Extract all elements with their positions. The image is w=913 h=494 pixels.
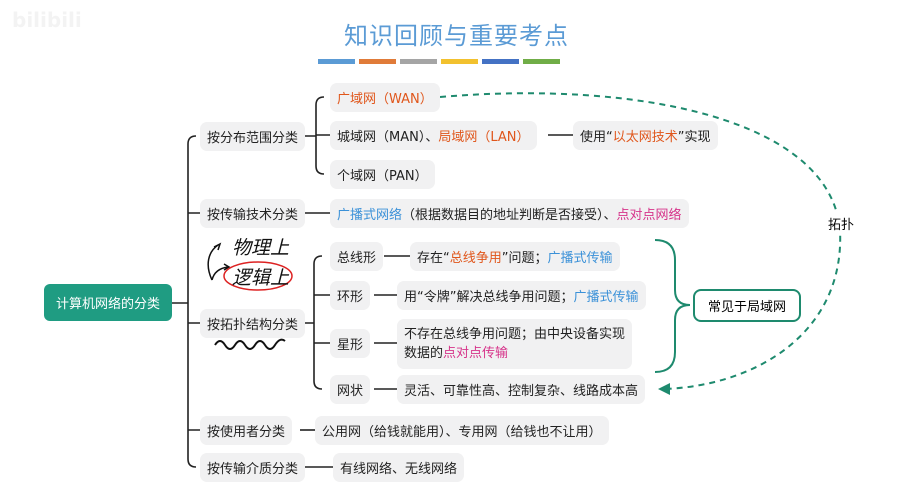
node-ring[interactable]: 环形 [330, 281, 371, 310]
node-distribution[interactable]: 按分布范围分类 [200, 122, 306, 151]
node-transmission-types[interactable]: 广播式网络（根据数据目的地址判断是否接受）、点对点网络 [330, 199, 689, 228]
node-topology[interactable]: 按拓扑结构分类 [200, 309, 306, 338]
node-wan[interactable]: 广域网（WAN） [330, 83, 440, 112]
bus-mid: ”问题； [501, 251, 548, 266]
node-ethernet[interactable]: 使用“以太网技术”实现 [573, 121, 718, 150]
ring-broadcast: 广播式传输 [573, 290, 639, 305]
title-color-bar [523, 59, 560, 64]
node-transmission[interactable]: 按传输技术分类 [200, 199, 306, 228]
node-man-lan[interactable]: 城域网（MAN）、局域网（LAN） [330, 121, 537, 150]
node-mesh[interactable]: 网状 [330, 375, 371, 404]
arrow-head-icon [658, 383, 670, 395]
eth-post: ”实现 [677, 130, 711, 145]
man-text: 城域网（MAN）、 [337, 130, 439, 145]
trunk-connector [172, 135, 200, 468]
title-color-bar [482, 59, 519, 64]
handwritten-physical: 物理上 [232, 237, 290, 259]
bus-broadcast: 广播式传输 [547, 251, 613, 266]
topology-connector [300, 255, 330, 390]
node-pan[interactable]: 个域网（PAN） [330, 160, 435, 189]
p2p-text: 点对点网络 [616, 208, 682, 223]
local-network-bracket [654, 239, 691, 373]
root-node[interactable]: 计算机网络的分类 [44, 284, 172, 321]
star-line1: 不存在总线争用问题；由中央设备实现 [404, 327, 626, 342]
title-color-bar [359, 59, 396, 64]
node-medium[interactable]: 按传输介质分类 [200, 453, 306, 482]
node-common-lan[interactable]: 常见于局域网 [693, 289, 801, 322]
logical-circle [223, 261, 293, 291]
title-color-bar [318, 59, 355, 64]
node-mesh-desc[interactable]: 灵活、可靠性高、控制复杂、线路成本高 [397, 375, 646, 404]
node-user-desc[interactable]: 公用网（给钱就能用）、专用网（给钱也不让用） [315, 416, 609, 445]
topology-leaf-connectors [374, 255, 410, 390]
node-medium-desc[interactable]: 有线网络、无线网络 [333, 453, 465, 482]
topology-link-label: 拓扑 [828, 212, 855, 235]
node-user[interactable]: 按使用者分类 [200, 416, 293, 445]
node-star-desc[interactable]: 不存在总线争用问题；由中央设备实现数据的点对点传输 [397, 319, 633, 369]
bus-pre: 存在“ [417, 251, 450, 266]
ring-pre: 用“令牌”解决总线争用问题； [404, 290, 574, 305]
node-bus[interactable]: 总线形 [330, 242, 384, 271]
page-title: 知识回顾与重要考点 [344, 22, 569, 50]
star-highlight: 点对点传输 [443, 346, 509, 361]
handwriting-marks [207, 242, 286, 350]
title-color-bar [400, 59, 437, 64]
transmission-desc: （根据数据目的地址判断是否接受）、 [402, 208, 617, 223]
handwritten-logical: 逻辑上 [232, 267, 290, 289]
broadcast-text: 广播式网络 [337, 208, 403, 223]
bus-highlight: 总线争用 [449, 251, 502, 266]
watermark-logo: bilibili [12, 8, 82, 32]
eth-pre: 使用“ [580, 130, 613, 145]
title-color-bar [441, 59, 478, 64]
lan-text: 局域网（LAN） [438, 130, 530, 145]
star-pre2: 数据的 [404, 346, 444, 361]
eth-highlight: 以太网技术 [612, 130, 678, 145]
node-ring-desc[interactable]: 用“令牌”解决总线争用问题；广播式传输 [397, 281, 646, 310]
node-star[interactable]: 星形 [330, 329, 371, 358]
node-bus-desc[interactable]: 存在“总线争用”问题；广播式传输 [410, 242, 620, 271]
